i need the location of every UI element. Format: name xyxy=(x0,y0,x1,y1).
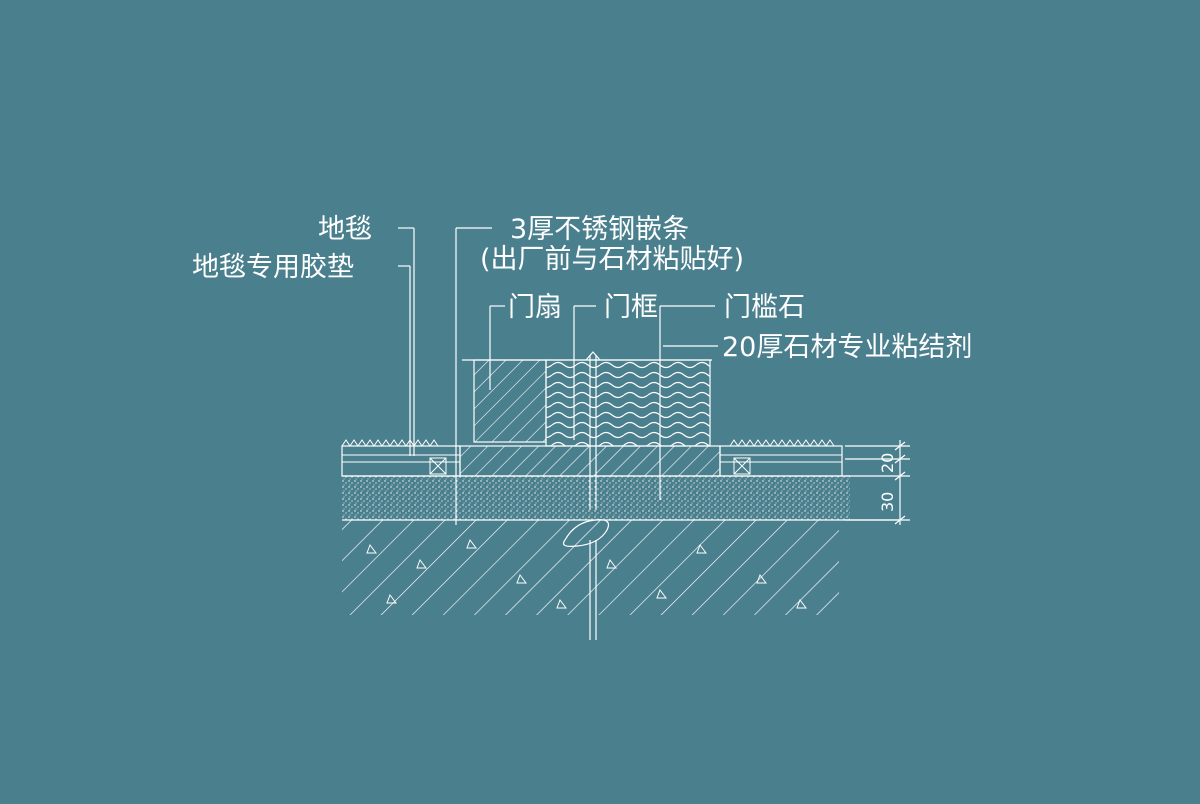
label-threshold-stone: 门槛石 xyxy=(724,292,805,323)
label-door-frame: 门框 xyxy=(604,292,658,323)
label-adhesive: 20厚石材专业粘结剂 xyxy=(722,332,972,363)
label-carpet-pad: 地毯专用胶垫 xyxy=(192,252,354,283)
label-steel-strip: 3厚不锈钢嵌条 xyxy=(510,214,689,245)
dimension-20: 20 xyxy=(878,453,897,473)
label-door-leaf: 门扇 xyxy=(508,292,562,323)
carpet-right xyxy=(719,439,843,477)
adhesive-bed xyxy=(342,475,900,521)
dimension-chain xyxy=(845,440,910,525)
door-frame-section xyxy=(462,359,712,447)
label-carpet: 地毯 xyxy=(318,214,372,245)
dimension-30: 30 xyxy=(878,492,897,512)
carpet-left xyxy=(341,439,461,477)
door-leaf-section xyxy=(473,359,547,443)
label-steel-strip-note: (出厂前与石材粘贴好) xyxy=(480,244,744,275)
center-axis xyxy=(562,351,610,640)
leader-lines xyxy=(398,227,718,525)
